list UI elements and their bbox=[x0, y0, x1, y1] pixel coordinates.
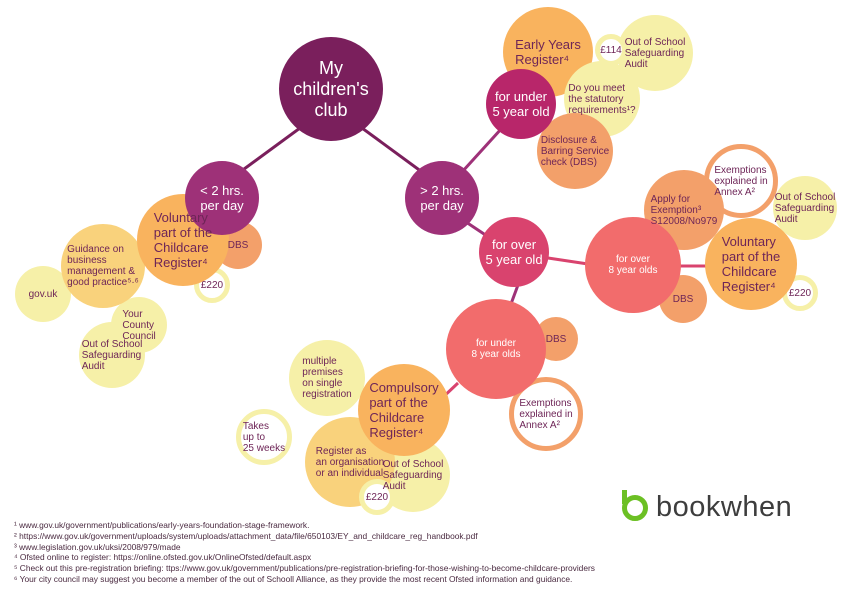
line-root-lt2 bbox=[239, 126, 301, 174]
footnote-6: ⁶ Your city council may suggest you beco… bbox=[14, 573, 573, 584]
line-gt2-under5 bbox=[460, 126, 504, 174]
multiple-premises-bubble bbox=[289, 340, 365, 416]
bookwhen-logo-text: bookwhen bbox=[656, 491, 793, 523]
footnote-4: ⁴ Ofsted online to register: https://onl… bbox=[14, 552, 312, 563]
compulsory-bubble bbox=[358, 364, 450, 456]
footnotes: ¹ www.gov.uk/government/publications/ear… bbox=[14, 520, 595, 585]
takes-25-weeks-bubble bbox=[236, 409, 292, 465]
out-of-school-audit-right-bubble bbox=[773, 176, 837, 240]
root-bubble bbox=[279, 37, 383, 141]
line-root-gt2 bbox=[361, 126, 423, 174]
lt-2-hours-bubble bbox=[185, 161, 259, 235]
dbs-check-bubble bbox=[537, 113, 613, 189]
bookwhen-logo-icon bbox=[622, 489, 648, 521]
over-5-bubble bbox=[479, 217, 549, 287]
footnote-1: ¹ www.gov.uk/government/publications/ear… bbox=[14, 520, 310, 530]
gt-2-hours-bubble bbox=[405, 161, 479, 235]
voluntary-right-bubble bbox=[705, 218, 797, 310]
footnote-3: ³ www.legislation.gov.uk/uksi/2008/979/m… bbox=[14, 541, 181, 552]
over-8-bubble bbox=[585, 217, 681, 313]
under-5-bubble bbox=[486, 69, 556, 139]
under-8-bubble bbox=[446, 299, 546, 399]
county-council-bubble bbox=[111, 297, 167, 353]
footnote-2: ² https://www.gov.uk/government/uploads/… bbox=[14, 530, 478, 541]
guidance-bubble bbox=[61, 224, 145, 308]
fee-220-bottom-bubble bbox=[359, 479, 395, 515]
line-over5-over8 bbox=[547, 256, 589, 266]
footnote-5: ⁵ Check out this pre-registration briefi… bbox=[14, 563, 595, 574]
bookwhen-logo: bookwhen bbox=[622, 489, 793, 524]
